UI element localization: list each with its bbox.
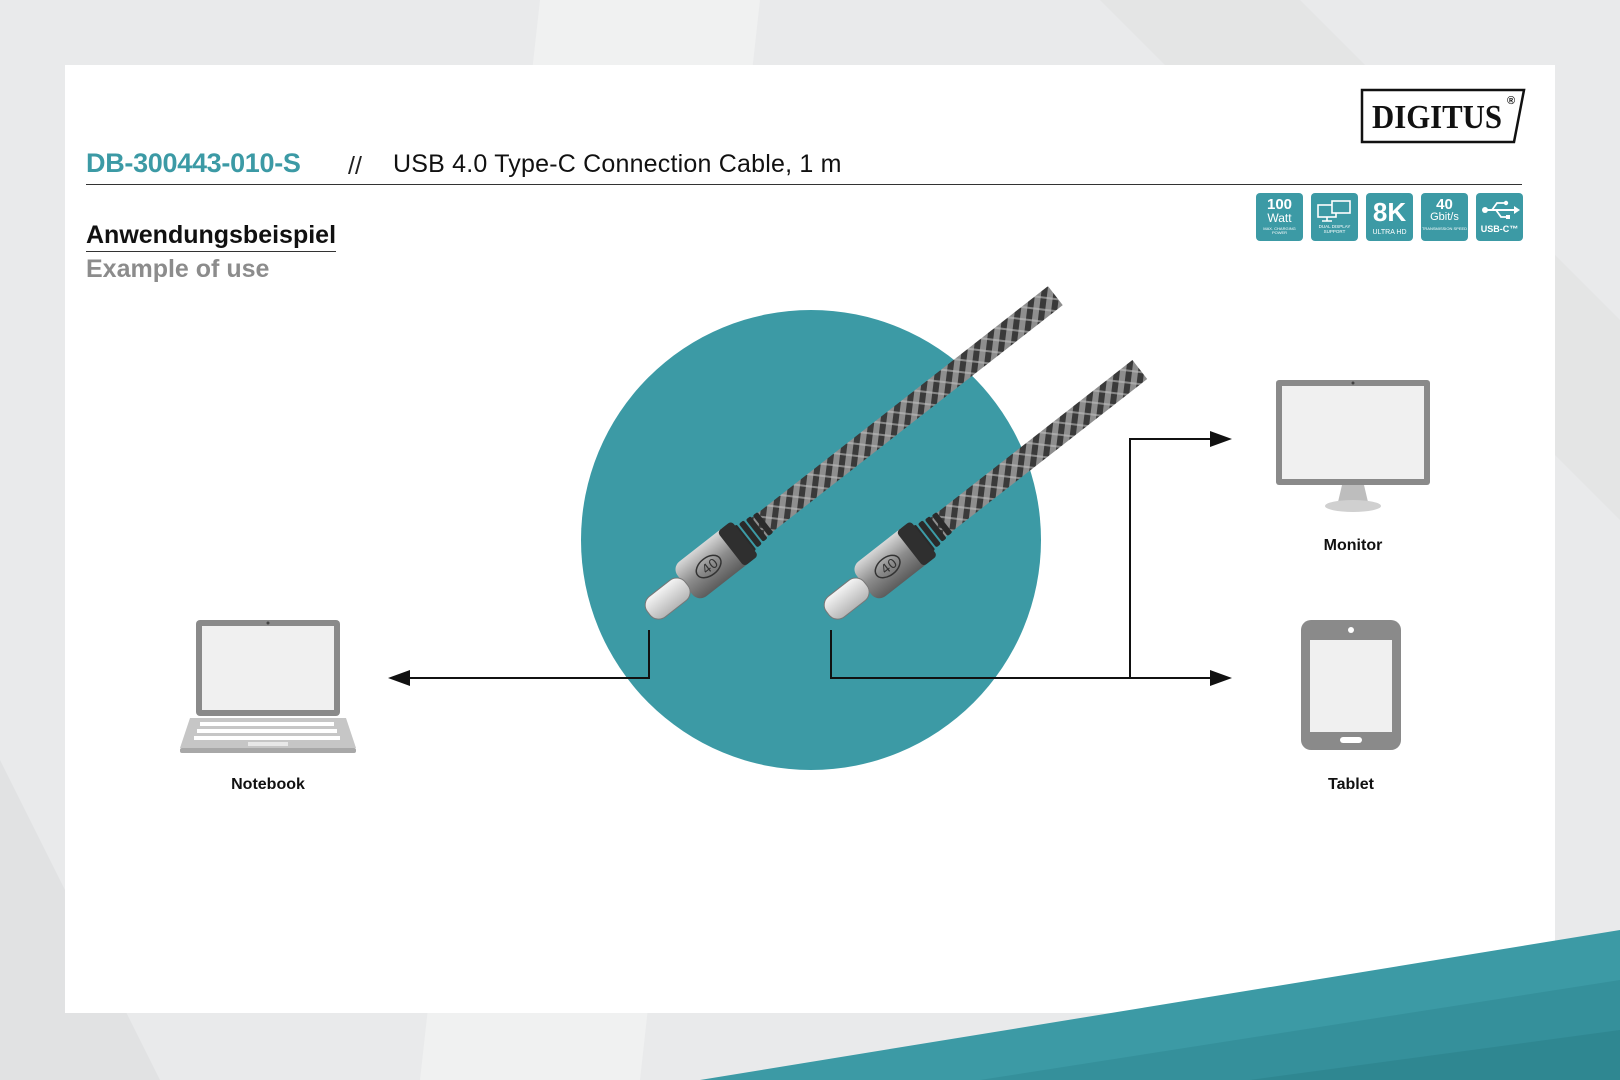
header-rule bbox=[86, 184, 1522, 185]
product-code: DB-300443-010-S bbox=[86, 148, 301, 178]
badge-usb-c: USB-C™ bbox=[1476, 193, 1523, 241]
badge-power-caption: max. charging power bbox=[1263, 225, 1296, 235]
badge-power: 100 Watt max. charging power bbox=[1256, 193, 1303, 241]
notebook-icon bbox=[180, 620, 356, 753]
logo-registered-mark: ® bbox=[1507, 95, 1515, 107]
product-circle bbox=[581, 310, 1041, 770]
badge-speed: 40 Gbit/s transmission speed bbox=[1421, 193, 1468, 241]
arrow-to-tablet bbox=[830, 630, 1215, 679]
arrowhead-tablet bbox=[1210, 670, 1232, 686]
connection-arrows bbox=[405, 438, 1215, 679]
brand-logo: DIGITUS ® bbox=[1360, 88, 1526, 144]
usb-trident-icon bbox=[1481, 200, 1520, 219]
logo-text: DIGITUS bbox=[1372, 99, 1502, 136]
dual-display-icon bbox=[1316, 200, 1351, 222]
badge-usb-c-caption: USB-C™ bbox=[1480, 224, 1519, 234]
badge-speed-unit: Gbit/s bbox=[1430, 211, 1459, 223]
tablet-icon bbox=[1301, 620, 1401, 750]
usb-c-cable-right: 40 bbox=[823, 360, 1148, 620]
section-heading-en: Example of use bbox=[86, 255, 270, 283]
section-heading-de: Anwendungsbeispiel bbox=[86, 221, 337, 252]
usb-c-cable-left: 40 bbox=[644, 286, 1063, 620]
title-separator: // bbox=[348, 152, 362, 180]
badge-speed-value: 40 bbox=[1436, 196, 1453, 213]
arrowhead-monitor bbox=[1210, 431, 1232, 447]
badge-dual-display: DUAL DISPLAY SUPPORT bbox=[1311, 193, 1358, 241]
monitor-label: Monitor bbox=[1323, 537, 1383, 554]
monitor-icon bbox=[1276, 380, 1430, 512]
badge-speed-caption: transmission speed bbox=[1421, 225, 1468, 231]
arrowhead-notebook bbox=[388, 670, 410, 686]
badge-8k-caption: ULTRA HD bbox=[1372, 229, 1407, 236]
badge-dual-display-caption: DUAL DISPLAY SUPPORT bbox=[1318, 224, 1351, 234]
badge-power-value: 100 bbox=[1266, 196, 1293, 213]
notebook-label: Notebook bbox=[231, 776, 305, 793]
product-title: USB 4.0 Type-C Connection Cable, 1 m bbox=[393, 150, 842, 178]
badge-8k-value: 8K bbox=[1372, 197, 1407, 227]
arrow-to-notebook bbox=[405, 630, 650, 679]
badge-8k: 8K ULTRA HD bbox=[1366, 193, 1413, 241]
tablet-label: Tablet bbox=[1328, 776, 1374, 793]
badge-power-unit: Watt bbox=[1267, 211, 1292, 225]
arrow-to-monitor bbox=[1129, 438, 1215, 678]
